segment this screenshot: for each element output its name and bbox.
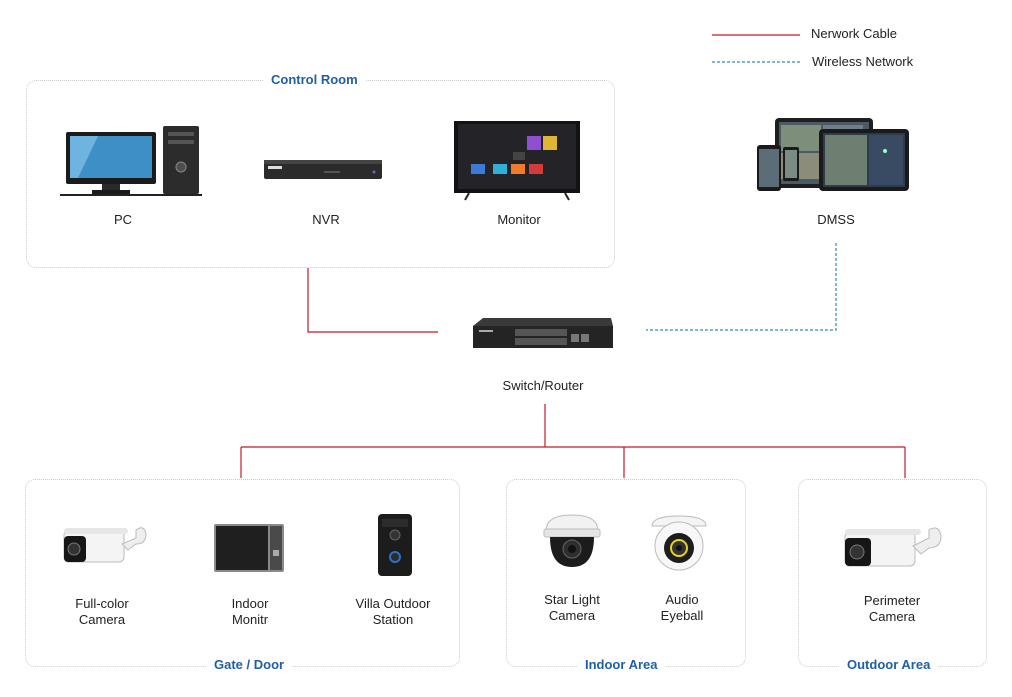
star-light-camera-label-line2: Camera	[548, 608, 596, 623]
switch-icon	[471, 316, 616, 357]
dome-camera-icon	[540, 513, 604, 576]
pc-icon	[58, 122, 203, 203]
gate-door-title: Gate / Door	[206, 657, 293, 673]
wireless-dmss-switch	[646, 243, 837, 331]
perimeter-camera-label-line2: Camera	[868, 609, 916, 624]
eyeball-camera-icon	[648, 512, 710, 579]
nvr-label: NVR	[312, 212, 340, 227]
indoor-monitor-label-line2: Monitr	[231, 612, 269, 627]
legend-network-cable-label: Nerwork Cable	[811, 26, 897, 41]
door-station-icon	[377, 513, 413, 582]
indoor-monitor-icon	[213, 522, 285, 579]
villa-outdoor-station-label-line2: Station	[372, 612, 414, 627]
monitor-label: Monitor	[497, 212, 541, 227]
bullet-camera-icon	[62, 520, 148, 575]
bullet-camera-icon	[843, 520, 943, 579]
nvr-icon	[264, 157, 384, 188]
outdoor-area-title: Outdoor Area	[839, 657, 939, 673]
switch-label: Switch/Router	[502, 378, 584, 393]
star-light-camera-label-line1: Star Light	[544, 592, 600, 607]
audio-eyeball-label-line1: Audio	[665, 592, 699, 607]
indoor-area-title: Indoor Area	[577, 657, 666, 673]
mobile-devices-icon	[757, 117, 912, 200]
indoor-monitor-label-line1: Indoor	[231, 596, 269, 611]
audio-eyeball-label-line2: Eyeball	[660, 608, 704, 623]
cable-control-room-switch	[307, 268, 438, 333]
full-color-camera-label-line2: Camera	[78, 612, 126, 627]
perimeter-camera-label-line1: Perimeter	[863, 593, 921, 608]
dmss-label: DMSS	[817, 212, 855, 227]
legend-wireless-network-label: Wireless Network	[812, 54, 914, 69]
pc-label: PC	[113, 212, 133, 227]
full-color-camera-label-line1: Full-color	[75, 596, 129, 611]
villa-outdoor-station-label-line1: Villa Outdoor	[355, 596, 431, 611]
control-room-title: Control Room	[263, 72, 366, 88]
monitor-icon	[453, 120, 583, 207]
